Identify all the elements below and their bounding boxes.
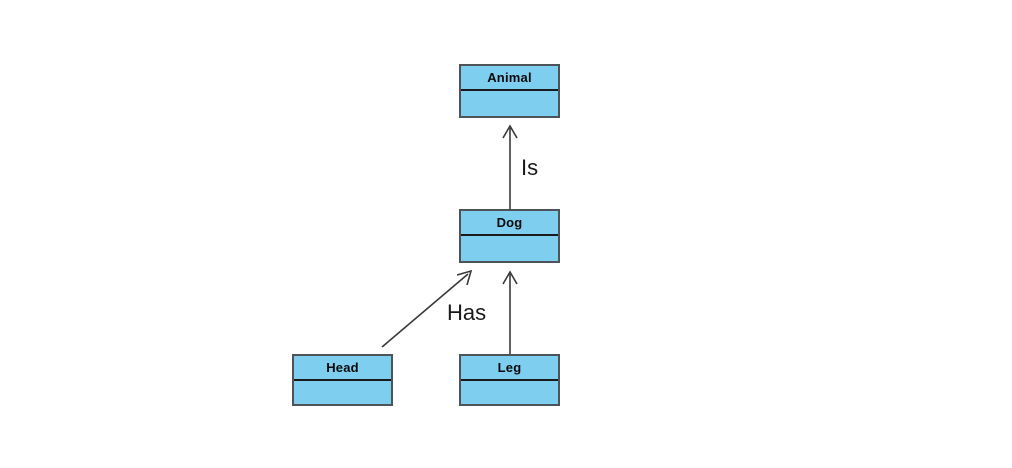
node-animal-title: Animal [461,66,558,91]
node-head[interactable]: Head [292,354,393,406]
node-leg[interactable]: Leg [459,354,560,406]
node-head-body [294,381,391,404]
node-dog[interactable]: Dog [459,209,560,263]
arrowhead-leg-dog-icon [502,270,518,285]
node-leg-title: Leg [461,356,558,381]
node-dog-body [461,236,558,261]
edge-dog-is-animal[interactable] [502,124,518,209]
node-dog-title: Dog [461,211,558,236]
node-animal-body [461,91,558,116]
node-leg-body [461,381,558,404]
node-animal[interactable]: Animal [459,64,560,118]
arrowhead-head-dog-icon [456,269,473,286]
arrowhead-dog-animal-icon [502,124,518,139]
edge-leg-has-dog[interactable] [502,270,518,354]
edge-label-has: Has [447,300,487,325]
edge-label-is: Is [521,155,539,180]
node-head-title: Head [294,356,391,381]
